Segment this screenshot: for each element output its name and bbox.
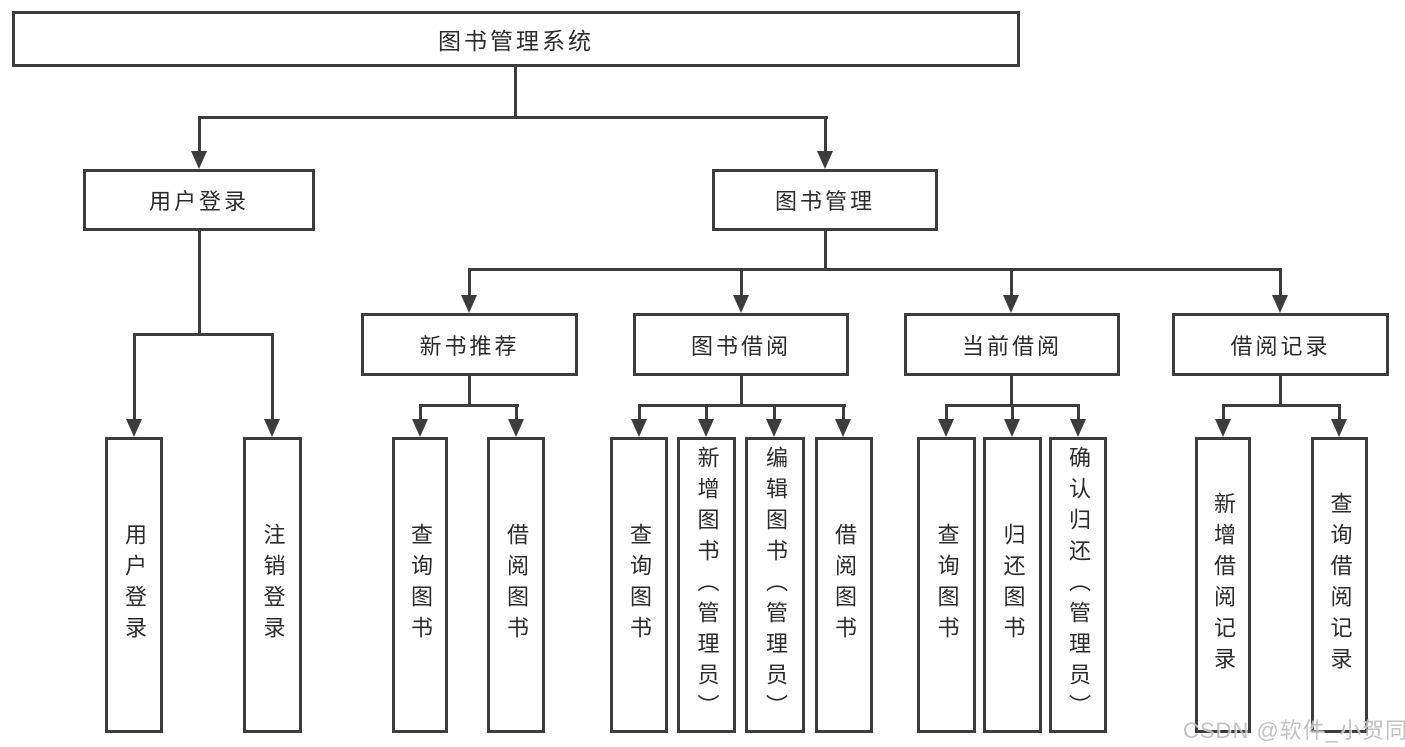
- connector-line: [1338, 404, 1341, 419]
- leaf-current-confirm-return-admin: 确认归还（管理员）: [1049, 437, 1107, 733]
- connector-line: [468, 375, 471, 407]
- connector-line: [419, 404, 519, 407]
- arrowhead-down-icon: [1004, 419, 1020, 437]
- node-borrow-records: 借阅记录: [1172, 313, 1389, 376]
- leaf-borrow-query-books: 查询图书: [610, 437, 668, 733]
- leaf-label: 编辑图书（管理员）: [763, 445, 788, 725]
- arrowhead-down-icon: [1003, 295, 1019, 313]
- arrowhead-down-icon: [766, 419, 782, 437]
- node-book-management: 图书管理: [712, 169, 938, 231]
- csdn-watermark: CSDN @软件_小贺同学: [1183, 718, 1405, 743]
- connector-line: [1279, 375, 1282, 407]
- leaf-borrow-borrow-books: 借阅图书: [815, 437, 873, 733]
- connector-line: [198, 116, 201, 152]
- leaf-recommend-query-books: 查询图书: [392, 437, 448, 733]
- connector-line: [773, 404, 776, 419]
- connector-line: [740, 268, 743, 296]
- connector-line: [133, 333, 274, 336]
- node-label: 新书推荐: [419, 333, 520, 359]
- arrowhead-down-icon: [733, 295, 749, 313]
- arrowhead-down-icon: [631, 419, 647, 437]
- leaf-label: 借阅图书: [504, 523, 529, 647]
- leaf-current-query-books: 查询图书: [917, 437, 976, 733]
- connector-line: [824, 116, 827, 152]
- connector-line: [842, 404, 845, 419]
- connector-line: [271, 333, 274, 419]
- arrowhead-down-icon: [835, 419, 851, 437]
- node-library-management-system: 图书管理系统: [12, 11, 1020, 67]
- leaf-label: 新增图书（管理员）: [694, 445, 720, 725]
- connector-line: [514, 67, 517, 119]
- node-book-borrow: 图书借阅: [633, 313, 849, 376]
- arrowhead-down-icon: [1070, 419, 1086, 437]
- leaf-borrow-edit-books-admin: 编辑图书（管理员）: [745, 437, 805, 733]
- arrowhead-down-icon: [1272, 295, 1288, 313]
- leaf-recommend-borrow-books: 借阅图书: [487, 437, 545, 733]
- connector-line: [1077, 404, 1080, 419]
- arrowhead-down-icon: [461, 295, 477, 313]
- node-label: 用户登录: [148, 189, 249, 214]
- arrowhead-down-icon: [412, 419, 428, 437]
- leaf-label: 借阅图书: [832, 523, 857, 647]
- node-new-book-recommend: 新书推荐: [361, 313, 578, 376]
- node-label: 图书管理: [774, 189, 875, 214]
- arrowhead-down-icon: [126, 419, 142, 437]
- leaf-label: 新增借阅记录: [1211, 492, 1236, 678]
- leaf-label: 确认归还（管理员）: [1066, 445, 1091, 725]
- connector-line: [198, 231, 201, 336]
- node-label: 当前借阅: [961, 333, 1062, 359]
- arrowhead-down-icon: [698, 419, 714, 437]
- connector-line: [133, 333, 136, 419]
- node-label: 图书管理系统: [438, 28, 594, 54]
- node-current-borrow: 当前借阅: [904, 313, 1120, 376]
- connector-line: [638, 404, 641, 419]
- node-label: 图书借阅: [690, 333, 791, 359]
- arrowhead-down-icon: [938, 419, 954, 437]
- connector-line: [1222, 404, 1225, 419]
- leaf-label: 用户登录: [122, 523, 147, 647]
- connector-line: [824, 231, 827, 270]
- connector-line: [705, 404, 708, 419]
- connector-line: [1010, 375, 1013, 407]
- arrowhead-down-icon: [1331, 419, 1347, 437]
- connector-line: [515, 404, 518, 419]
- connector-line: [419, 404, 422, 419]
- arrowhead-down-icon: [191, 151, 207, 169]
- connector-line: [1011, 404, 1014, 419]
- leaf-label: 归还图书: [1000, 523, 1026, 647]
- connector-line: [638, 404, 846, 407]
- connector-line: [1222, 404, 1341, 407]
- connector-line: [468, 268, 1282, 271]
- arrowhead-down-icon: [264, 419, 280, 437]
- arrowhead-down-icon: [1215, 419, 1231, 437]
- leaf-user-login: 用户登录: [105, 437, 163, 733]
- leaf-label: 查询图书: [934, 523, 960, 647]
- node-label: 借阅记录: [1230, 333, 1331, 359]
- connector-line: [1010, 268, 1013, 296]
- connector-line: [945, 404, 948, 419]
- arrowhead-down-icon: [817, 151, 833, 169]
- leaf-current-return-books: 归还图书: [983, 437, 1042, 733]
- leaf-records-query-record: 查询借阅记录: [1311, 437, 1368, 733]
- node-user-login: 用户登录: [83, 169, 315, 231]
- leaf-label: 查询图书: [408, 523, 433, 647]
- connector-line: [740, 375, 743, 407]
- arrowhead-down-icon: [508, 419, 524, 437]
- leaf-borrow-add-books-admin: 新增图书（管理员）: [677, 437, 736, 733]
- leaf-label: 注销登录: [260, 523, 286, 647]
- connector-line: [468, 268, 471, 296]
- leaf-logout-login: 注销登录: [243, 437, 302, 733]
- leaf-records-add-record: 新增借阅记录: [1195, 437, 1251, 733]
- leaf-label: 查询图书: [627, 523, 652, 647]
- connector-line: [198, 116, 828, 119]
- leaf-label: 查询借阅记录: [1327, 492, 1353, 678]
- connector-line: [1279, 268, 1282, 296]
